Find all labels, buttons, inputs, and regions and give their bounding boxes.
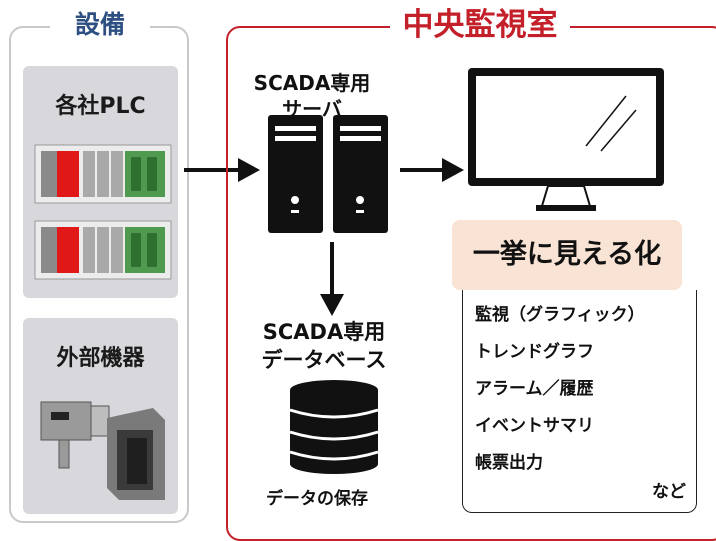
control-room-title: 中央監視室 [390, 3, 570, 47]
database-label-line1: SCADA専用 [262, 320, 386, 344]
database-icon [289, 380, 379, 474]
plc-units-illustration [34, 144, 172, 280]
database-label-line2: データベース [261, 348, 387, 372]
monitor-icon [468, 68, 664, 211]
server-label: SCADA専用 サーバ [244, 70, 380, 122]
arrow-to-server [184, 158, 260, 182]
equipment-title: 設備 [50, 8, 150, 42]
database-label: SCADA専用 データベース [244, 318, 404, 374]
function-list-box: 監視（グラフィック） トレンドグラフ アラーム／履歴 イベントサマリ 帳票出力 … [462, 290, 697, 513]
function-item: イベントサマリ [475, 416, 594, 436]
function-item: 帳票出力 [475, 453, 543, 473]
function-item: アラーム／履歴 [475, 379, 594, 399]
plc-label: 各社PLC [55, 94, 146, 119]
function-more: など [652, 482, 686, 502]
plc-panel: 各社PLC [23, 66, 178, 298]
external-devices-illustration [40, 401, 165, 500]
visualization-title: 一挙に見える化 [472, 239, 662, 270]
box-device [107, 408, 165, 500]
arrow-to-monitor [400, 158, 464, 182]
function-item: トレンドグラフ [475, 342, 594, 362]
plc-unit-2 [34, 220, 172, 280]
arrow-to-database [320, 242, 344, 316]
database-caption: データの保存 [266, 489, 368, 509]
server-label-line1: SCADA専用 [253, 71, 371, 95]
external-devices-panel: 外部機器 [23, 318, 178, 514]
sensor-device [40, 401, 110, 469]
external-label: 外部機器 [56, 346, 145, 371]
plc-unit-1 [34, 144, 172, 204]
function-item: 監視（グラフィック） [475, 305, 645, 325]
server-icon [268, 115, 388, 233]
visualization-box: 一挙に見える化 [452, 220, 682, 290]
